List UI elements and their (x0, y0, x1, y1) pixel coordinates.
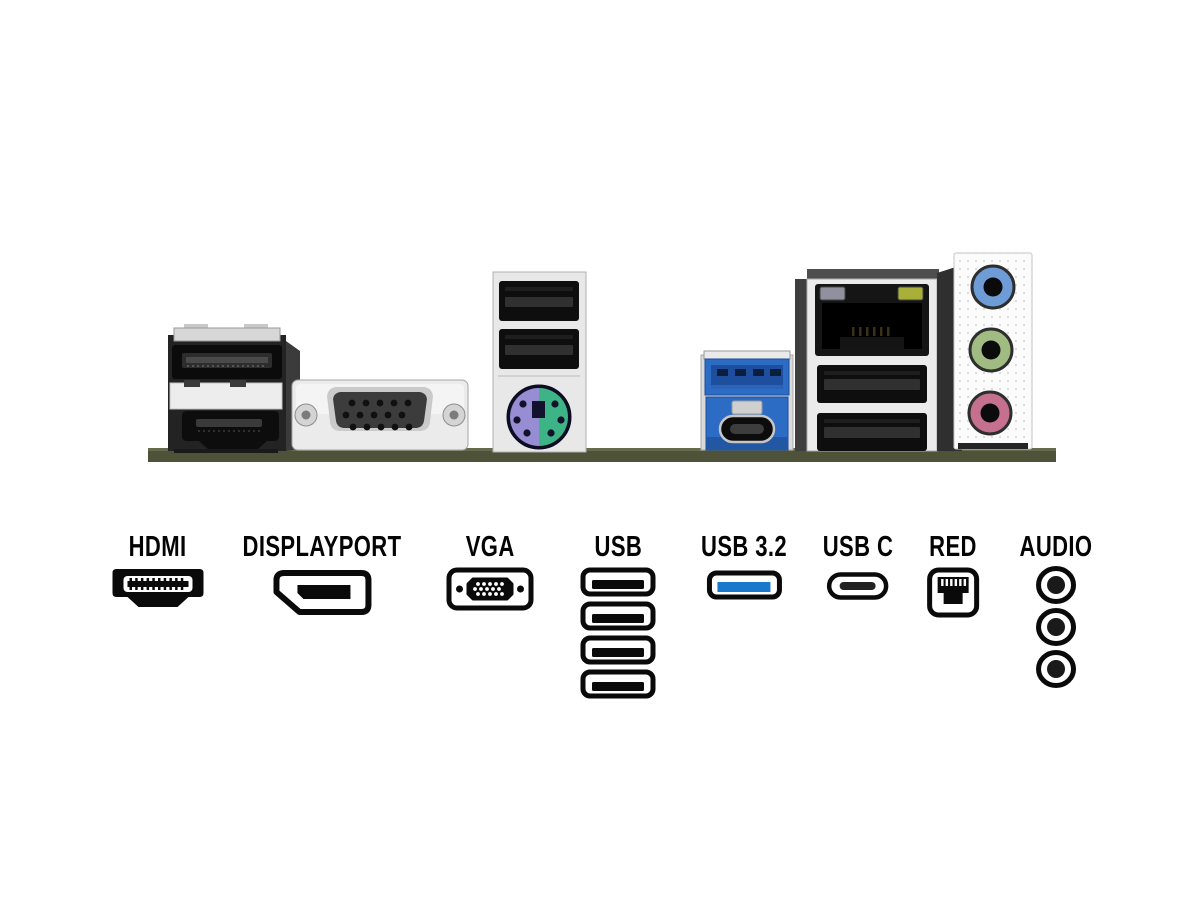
usb-icon (580, 635, 656, 665)
photo-lan-usb-block (795, 265, 962, 452)
photo-hdmi-port (182, 411, 279, 449)
usbc-label: USB C (822, 531, 894, 563)
usb-icon (580, 669, 656, 699)
legend-usb32: USB 3.2 (687, 533, 800, 600)
audio-jack-icon (1035, 650, 1076, 688)
photo-audio-jack-linein (970, 264, 1016, 310)
photo-usb20-port (499, 281, 579, 321)
photo-usb20-port (817, 413, 927, 451)
photo-audio-jack-lineout (968, 327, 1014, 373)
usb-icon (580, 601, 656, 631)
photo-usb20-port (817, 365, 927, 403)
displayport-label: DISPLAYPORT (242, 531, 402, 563)
photo-usb32-port (704, 358, 790, 396)
hdmi-label: HDMI (129, 531, 187, 563)
photo-usbc-port (718, 414, 776, 444)
red-label: RED (929, 531, 977, 563)
photo-rj45-port (815, 284, 929, 356)
legend-audio: AUDIO (1008, 533, 1104, 689)
legend-red: RED (922, 533, 985, 618)
legend-vga: VGA (446, 533, 534, 611)
photo-displayport-port (172, 345, 282, 379)
usb-icon (580, 567, 656, 597)
usbc-icon (827, 572, 889, 600)
audio-icon-stack (1035, 565, 1077, 689)
usb3-icon (706, 570, 782, 600)
audio-label: AUDIO (1019, 531, 1093, 563)
photo-usb32-usbc-block (700, 350, 794, 451)
legend-usb: USB (580, 533, 656, 699)
legend-hdmi: HDMI (111, 533, 206, 609)
vga-icon (446, 567, 534, 611)
hdmi-icon (112, 569, 204, 607)
photo-displayport-hdmi-stack (168, 324, 300, 453)
photo-vga-port (291, 379, 469, 451)
rj45-icon (926, 567, 979, 618)
usb-icon-stack (580, 567, 656, 699)
audio-jack-icon (1035, 608, 1076, 646)
vga-label: VGA (465, 531, 515, 563)
photo-audio-block (953, 252, 1033, 450)
usb-label: USB (594, 531, 642, 563)
legend-usbc: USB C (812, 533, 905, 600)
photo-usb20-port (499, 329, 579, 369)
legend-displayport: DISPLAYPORT (217, 533, 426, 615)
photo-usb20-ps2-tower (492, 271, 587, 453)
motherboard-io-photo (148, 252, 1056, 462)
displayport-icon (273, 570, 371, 615)
audio-jack-icon (1035, 566, 1076, 604)
photo-audio-jack-mic (967, 390, 1013, 436)
photo-ps2-port (506, 384, 572, 450)
usb32-label: USB 3.2 (701, 531, 787, 563)
